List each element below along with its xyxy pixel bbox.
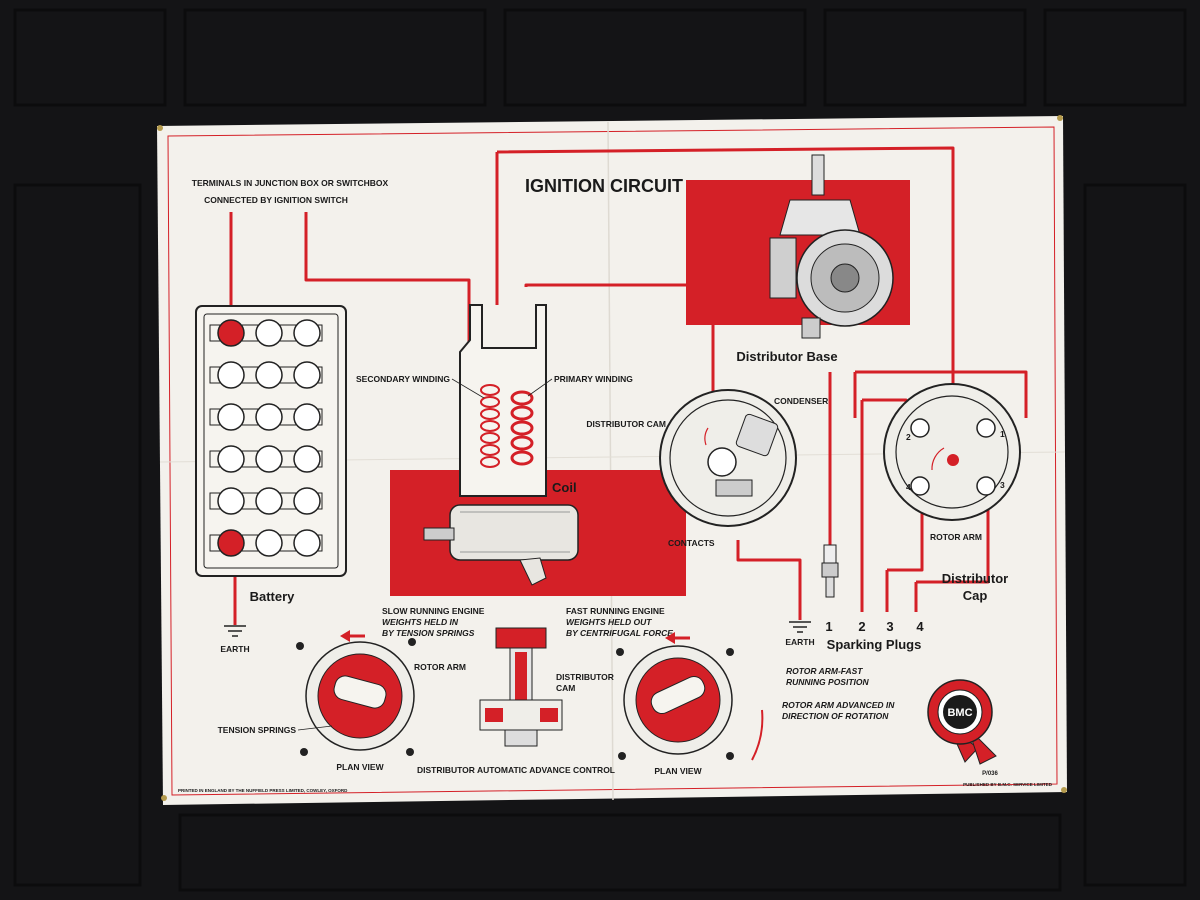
secondary-winding-turn bbox=[480, 384, 500, 396]
rotor-fast-line2: RUNNING POSITION bbox=[786, 677, 870, 687]
bmc-logo-text: BMC bbox=[947, 707, 972, 719]
battery-cell-cap bbox=[255, 361, 283, 389]
plan-view-left-label: PLAN VIEW bbox=[336, 762, 384, 772]
battery-cell-cap bbox=[217, 445, 245, 473]
battery-terminal bbox=[217, 529, 245, 557]
advance-cutaway bbox=[479, 627, 563, 747]
primary-winding-turn bbox=[510, 435, 534, 451]
battery-cell-cap bbox=[255, 319, 283, 347]
battery-label: Battery bbox=[250, 589, 296, 604]
battery-cell-cap bbox=[293, 403, 321, 431]
pin-icon bbox=[161, 795, 167, 801]
rotor-arm-label: ROTOR ARM bbox=[930, 532, 982, 542]
footer-right-text: PUBLISHED BY B.M.C. SERVICE LIMITED bbox=[963, 782, 1053, 787]
battery-terminal bbox=[217, 319, 245, 347]
earth-label-right: EARTH bbox=[785, 637, 814, 647]
fast-running-line3: BY CENTRIFUGAL FORCE bbox=[566, 628, 673, 638]
distributor-cap-label-line1: Distributor bbox=[942, 571, 1008, 586]
battery-diagram bbox=[195, 305, 347, 577]
secondary-winding-turn bbox=[480, 408, 500, 420]
battery-cell-cap bbox=[293, 445, 321, 473]
slow-plan-view bbox=[296, 630, 416, 756]
coil-illustration bbox=[423, 504, 579, 586]
battery-cell-cap bbox=[293, 529, 321, 557]
poster-title: IGNITION CIRCUIT bbox=[525, 176, 683, 196]
distributor-base-label: Distributor Base bbox=[736, 349, 837, 364]
footer-left-text: PRINTED IN ENGLAND BY THE NUFFIELD PRESS… bbox=[178, 788, 348, 793]
secondary-winding-turn bbox=[480, 420, 500, 432]
coil-diagram bbox=[459, 304, 547, 497]
bmc-rosette-logo: BMC bbox=[927, 679, 997, 765]
pin-icon bbox=[157, 125, 163, 131]
distributor-cam-center-line2: CAM bbox=[556, 683, 575, 693]
battery-cell-cap bbox=[217, 487, 245, 515]
cap-number-1: 1 bbox=[1000, 429, 1005, 439]
distributor-cam-label: DISTRIBUTOR CAM bbox=[586, 419, 666, 429]
primary-winding-turn bbox=[510, 390, 534, 406]
battery-cell-cap bbox=[293, 319, 321, 347]
secondary-winding-turn bbox=[480, 396, 500, 408]
battery-cell-cap bbox=[293, 487, 321, 515]
slow-running-line2: WEIGHTS HELD IN bbox=[382, 617, 459, 627]
plug-number-3: 3 bbox=[886, 619, 893, 634]
fast-plan-view bbox=[616, 632, 764, 761]
pin-icon bbox=[1057, 115, 1063, 121]
distributor-cam-center-line1: DISTRIBUTOR bbox=[556, 672, 614, 682]
secondary-winding-turn bbox=[480, 432, 500, 444]
slow-running-line1: SLOW RUNNING ENGINE bbox=[382, 606, 485, 616]
secondary-winding-label: SECONDARY WINDING bbox=[356, 374, 450, 384]
earth-icon bbox=[789, 621, 811, 633]
fast-running-line2: WEIGHTS HELD OUT bbox=[566, 617, 652, 627]
cap-number-3: 3 bbox=[1000, 480, 1005, 490]
plug-number-2: 2 bbox=[858, 619, 865, 634]
distributor-base-illustration bbox=[769, 154, 894, 339]
battery-cell-cap bbox=[255, 403, 283, 431]
battery-cell-cap bbox=[293, 361, 321, 389]
distributor-cap-label-line2: Cap bbox=[963, 588, 988, 603]
distributor-contacts-diagram bbox=[659, 389, 797, 527]
ignition-wiring bbox=[229, 146, 1028, 625]
plan-view-right-label: PLAN VIEW bbox=[654, 766, 702, 776]
secondary-winding-turn bbox=[480, 444, 500, 456]
spark-plug-icon bbox=[821, 544, 839, 598]
battery-cell-cap bbox=[255, 487, 283, 515]
terminals-note-line2: CONNECTED BY IGNITION SWITCH bbox=[204, 195, 348, 205]
tension-springs-label: TENSION SPRINGS bbox=[218, 725, 297, 735]
terminals-note-line1: TERMINALS IN JUNCTION BOX OR SWITCHBOX bbox=[192, 178, 389, 188]
battery-cell-cap bbox=[255, 529, 283, 557]
primary-winding-turn bbox=[510, 420, 534, 436]
distributor-cap-diagram bbox=[883, 383, 1021, 521]
fast-running-line1: FAST RUNNING ENGINE bbox=[566, 606, 665, 616]
battery-cell-cap bbox=[217, 403, 245, 431]
rotor-fast-line1: ROTOR ARM-FAST bbox=[786, 666, 863, 676]
contacts-label: CONTACTS bbox=[668, 538, 715, 548]
sparking-plugs-label: Sparking Plugs bbox=[827, 637, 922, 652]
coil-label: Coil bbox=[552, 480, 577, 495]
rotor-advanced-line2: DIRECTION OF ROTATION bbox=[782, 711, 889, 721]
pin-icon bbox=[1061, 787, 1067, 793]
condenser-label: CONDENSER bbox=[774, 396, 828, 406]
rotor-advanced-line1: ROTOR ARM ADVANCED IN bbox=[782, 700, 895, 710]
plug-number-4: 4 bbox=[916, 619, 924, 634]
sheet-code: P/036 bbox=[982, 771, 998, 777]
battery-cell-cap bbox=[217, 361, 245, 389]
slow-running-line3: BY TENSION SPRINGS bbox=[382, 628, 475, 638]
advance-control-label: DISTRIBUTOR AUTOMATIC ADVANCE CONTROL bbox=[417, 765, 615, 775]
primary-winding-turn bbox=[510, 405, 534, 421]
cap-number-2: 2 bbox=[906, 432, 911, 442]
earth-label-left: EARTH bbox=[220, 644, 249, 654]
earth-icon bbox=[224, 625, 246, 637]
plug-number-1: 1 bbox=[825, 619, 832, 634]
battery-cell-cap bbox=[255, 445, 283, 473]
primary-winding-label: PRIMARY WINDING bbox=[554, 374, 633, 384]
cap-number-4: 4 bbox=[906, 482, 911, 492]
rotor-arm-center-label: ROTOR ARM bbox=[414, 662, 466, 672]
secondary-winding-turn bbox=[480, 456, 500, 468]
primary-winding-turn bbox=[510, 450, 534, 466]
